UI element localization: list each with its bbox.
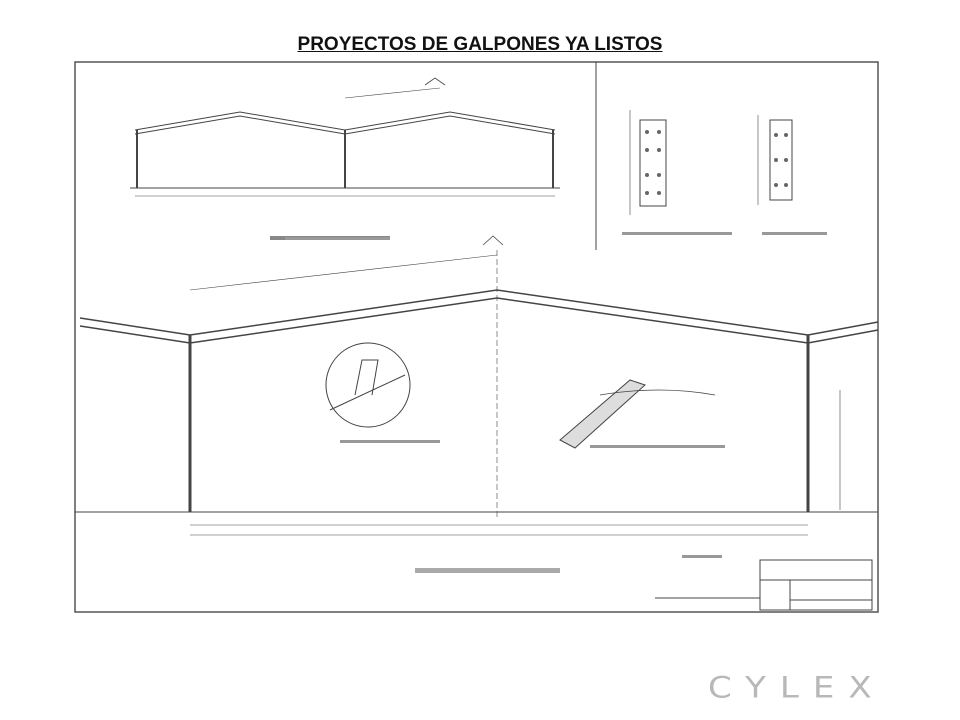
plate-details (622, 110, 827, 235)
sheet-frame (74, 61, 879, 613)
elevation-overview (130, 77, 560, 240)
title-block (415, 555, 873, 611)
elevation-main (75, 235, 879, 536)
cylex-logo: CYLEX (708, 664, 952, 714)
detail-callout (325, 342, 411, 428)
logo-text: CYLEX (708, 671, 886, 705)
slide-title-text: PROYECTOS DE GALPONES YA LISTOS (297, 34, 663, 55)
slide-title: PROYECTOS DE GALPONES YA LISTOS (0, 34, 960, 56)
